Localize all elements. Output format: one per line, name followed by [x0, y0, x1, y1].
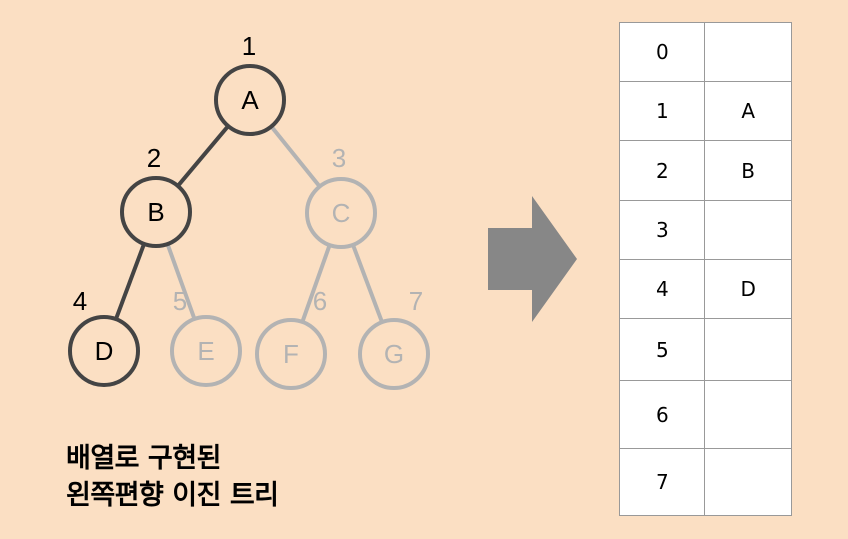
array-index-cell: 2: [618, 140, 706, 201]
node-index-label: 6: [313, 286, 327, 316]
node-index-label: 5: [173, 286, 187, 316]
node-label: A: [241, 85, 259, 115]
right-arrow-icon: [488, 196, 577, 322]
array-value-cell: [704, 21, 792, 83]
edge-a-b: [176, 124, 230, 188]
tree-node-f: F6: [255, 286, 327, 390]
array-value-cell: [704, 380, 792, 449]
node-index-label: 2: [147, 143, 161, 173]
array-value-cell: A: [704, 81, 792, 142]
array-value-cell: D: [704, 258, 792, 320]
array-row-5: 5: [618, 318, 792, 382]
array-index-cell: 5: [618, 318, 706, 382]
node-index-label: 3: [332, 143, 346, 173]
edge-b-e: [165, 243, 197, 320]
node-label: C: [332, 198, 351, 228]
edge-c-g: [351, 244, 384, 323]
array-row-3: 3: [618, 199, 792, 260]
array-value-cell: B: [704, 140, 792, 201]
tree-node-c: C3: [305, 143, 377, 249]
array-row-7: 7: [618, 447, 792, 517]
node-circle: [68, 315, 140, 387]
node-circle: [170, 315, 242, 387]
edge-c-f: [300, 244, 332, 323]
array-row-6: 6: [618, 380, 792, 449]
node-circle: [358, 318, 430, 390]
array-value-cell: [704, 447, 792, 517]
array-index-cell: 3: [618, 199, 706, 260]
caption-line-1: 배열로 구현된: [66, 443, 221, 474]
edge-a-c: [269, 125, 322, 188]
array-index-cell: 7: [618, 447, 706, 517]
tree-node-d: D4: [68, 286, 140, 387]
tree-node-e: E5: [170, 286, 242, 387]
array-value-cell: [704, 318, 792, 382]
node-label: D: [95, 336, 114, 366]
node-circle: [305, 177, 377, 249]
edge-b-d: [114, 243, 146, 320]
tree-edges: [114, 124, 384, 323]
node-label: E: [197, 336, 214, 366]
tree-node-a: A1: [214, 31, 286, 136]
tree-node-b: B2: [120, 143, 192, 248]
node-index-label: 7: [409, 286, 423, 316]
caption-line-2: 왼쪽편향 이진 트리: [66, 480, 279, 511]
node-index-label: 1: [242, 31, 256, 61]
array-index-cell: 1: [618, 81, 706, 142]
array-index-cell: 4: [618, 258, 706, 320]
array-index-cell: 6: [618, 380, 706, 449]
caption: 배열로 구현된 왼쪽편향 이진 트리: [66, 440, 279, 514]
node-label: G: [384, 339, 404, 369]
tree-node-g: G7: [358, 286, 430, 390]
node-circle: [214, 64, 286, 136]
node-circle: [255, 318, 327, 390]
node-index-label: 4: [73, 286, 87, 316]
node-circle: [120, 176, 192, 248]
node-label: F: [283, 339, 299, 369]
array-index-cell: 0: [618, 21, 706, 83]
array-value-cell: [704, 199, 792, 260]
node-label: B: [147, 197, 164, 227]
array-row-0: 0: [618, 21, 792, 83]
